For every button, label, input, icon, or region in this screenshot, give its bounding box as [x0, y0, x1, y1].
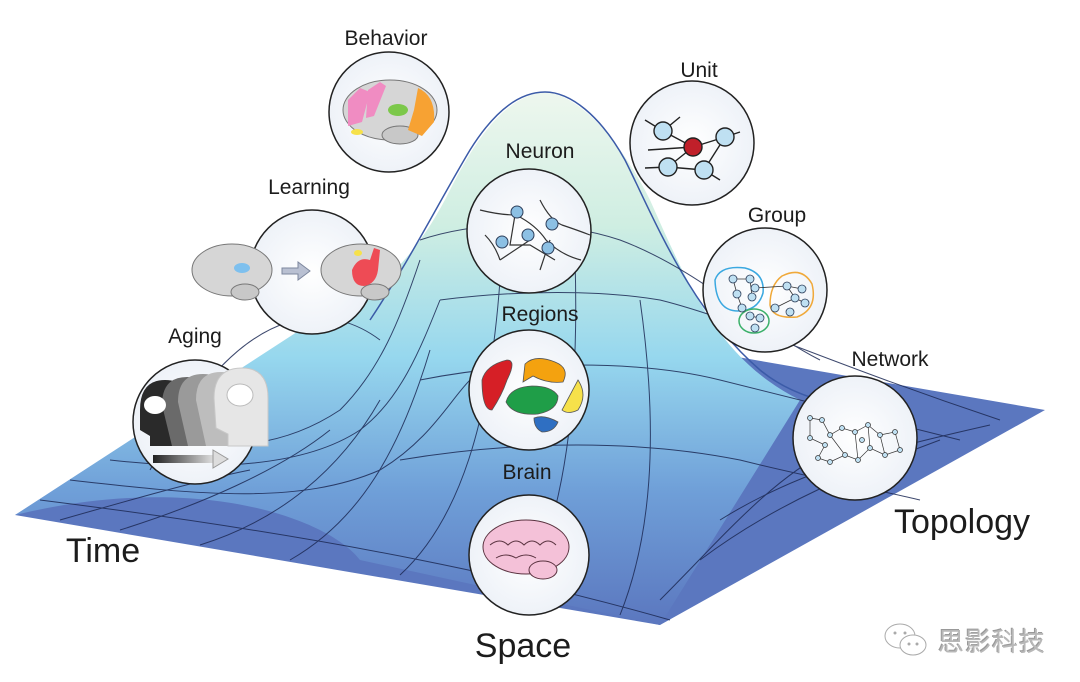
label-brain: Brain [502, 461, 552, 484]
neuron-cells-icon [479, 199, 591, 271]
group-callout [702, 227, 828, 353]
label-group: Group [747, 204, 807, 227]
brain-after-learning-icon [320, 243, 402, 301]
axis-label-space: Space [474, 627, 572, 665]
aging-heads-icon [140, 367, 269, 469]
arrow-right-icon [281, 261, 311, 281]
label-network: Network [851, 348, 929, 371]
wechat-icon [884, 623, 927, 656]
regions-callout [468, 329, 590, 451]
behavior-callout [328, 51, 450, 173]
label-regions: Regions [501, 303, 579, 326]
label-behavior: Behavior [344, 27, 428, 50]
brain-behavior-icon [342, 79, 438, 145]
label-aging: Aging [168, 325, 222, 348]
brain-whole-icon [482, 519, 570, 580]
brain-before-learning-icon [191, 243, 273, 301]
group-network-icon [714, 266, 815, 334]
label-unit: Unit [680, 59, 718, 82]
surface-peak-outline [369, 91, 871, 411]
aging-callout [132, 359, 269, 485]
brain-regions-icon [481, 358, 584, 433]
unit-network-icon [644, 116, 741, 181]
unit-callout [629, 80, 755, 206]
label-learning: Learning [268, 176, 350, 199]
label-neuron: Neuron [505, 140, 575, 163]
neuron-callout [466, 168, 592, 294]
watermark-text: 思影科技 [938, 626, 1047, 657]
watermark: 思影科技 [880, 620, 1046, 660]
network-graph-icon [807, 415, 903, 465]
brain-callout [468, 494, 590, 616]
surface-peak [15, 92, 800, 625]
axis-label-topology: Topology [893, 503, 1031, 541]
axis-label-time: Time [65, 532, 141, 570]
network-callout [792, 375, 918, 501]
learning-callout [191, 209, 402, 335]
